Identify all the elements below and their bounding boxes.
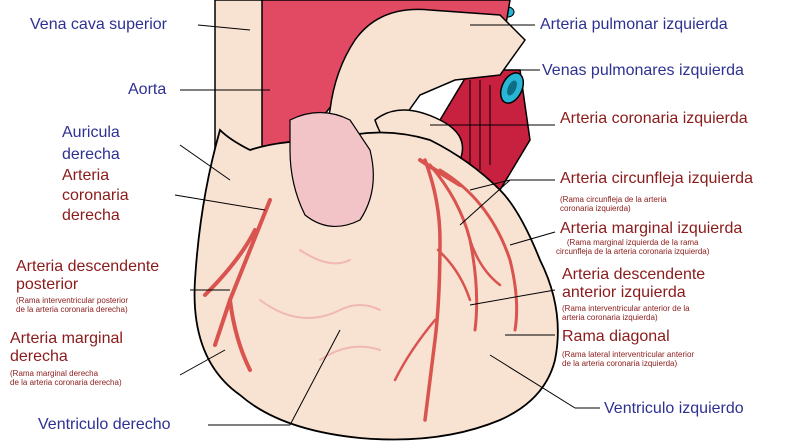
label-aorta: Aorta [128,81,166,99]
label-rama-diagonal: Rama diagonal [562,328,670,346]
label-arteria-descendente-posterior: Arteria descendente posterior [16,258,159,293]
label-arteria-descendente-anterior-izquierda: Arteria descendente anterior izquierda [562,266,705,301]
label-vena-cava-superior: Vena cava superior [30,16,167,34]
label-auricula-derecha: Auricula derecha [62,122,120,165]
label-arteria-pulmonar-izquierda: Arteria pulmonar izquierda [540,16,728,34]
label-arteria-marginal-izquierda-sub: (Rama marginal izquierda de la rama circ… [556,238,709,256]
label-ventriculo-derecho: Ventriculo derecho [38,416,171,434]
label-arteria-coronaria-derecha: Arteria coronaria derecha [62,166,129,226]
label-arteria-marginal-derecha: Arteria marginal derecha [10,330,123,365]
label-arteria-coronaria-izquierda: Arteria coronaria izquierda [560,110,748,128]
label-arteria-marginal-derecha-sub: (Rama marginal derecha de la arteria cor… [10,369,122,387]
label-arteria-marginal-izquierda: Arteria marginal izquierda [560,220,742,238]
label-arteria-circunfleja-izquierda-sub: (Rama circunfleja de la arteria coronari… [560,195,667,213]
label-arteria-circunfleja-izquierda: Arteria circunfleja izquierda [560,170,753,188]
label-arteria-descendente-posterior-sub: (Rama interventricular posterior de la a… [16,296,128,314]
label-venas-pulmonares-izquierda: Venas pulmonares izquierda [542,62,744,80]
label-ventriculo-izquierdo: Ventriculo izquierdo [604,400,744,418]
label-rama-diagonal-sub: (Rama lateral interventricular anterior … [562,350,694,368]
label-arteria-descendente-anterior-izquierda-sub: (Rama interventricular anterior de la ar… [562,304,690,322]
